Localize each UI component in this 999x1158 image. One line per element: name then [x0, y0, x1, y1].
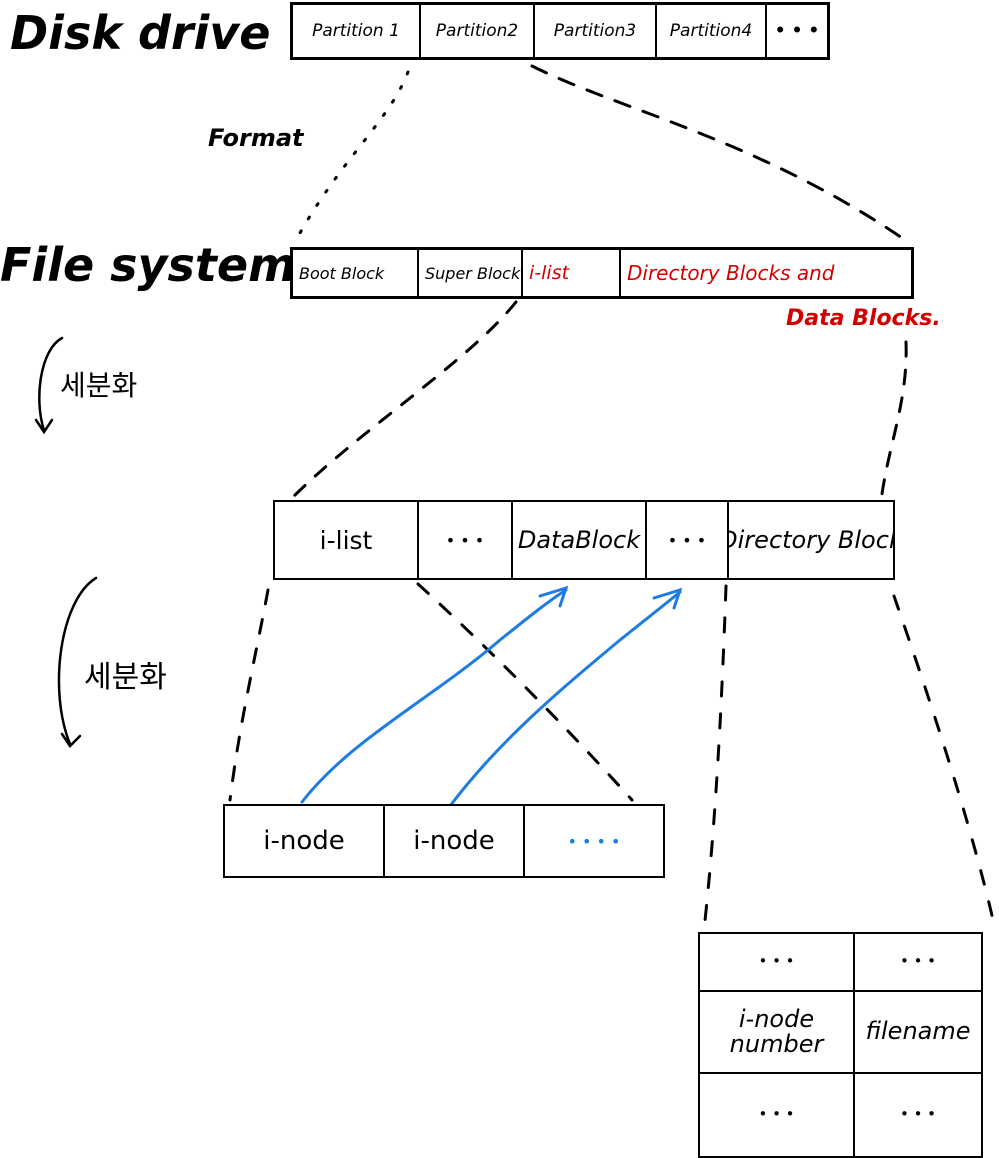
- super-block-cell: Super Block: [417, 250, 521, 296]
- subdivide-arrow-2-head: [60, 732, 82, 748]
- data-blocks-label: Data Blocks.: [786, 306, 941, 331]
- subdivide-label-2: 세분화: [84, 660, 167, 695]
- dashed-line-inode-left: [228, 588, 270, 802]
- i-list-cell: i-list: [521, 250, 619, 296]
- ellipsis-cell-2: • • •: [645, 502, 727, 578]
- inode-to-directory-arrow-head: [652, 587, 683, 610]
- partition-3-cell: Partition3: [533, 5, 655, 57]
- dashed-line-ilist: [290, 300, 518, 500]
- dashed-line-dir-left: [702, 584, 728, 932]
- filename-cell: filename: [855, 992, 981, 1074]
- inode-to-datablock-arrow: [300, 588, 568, 804]
- dir-table-cell: • • •: [899, 1105, 937, 1124]
- dashed-line-dir-right: [892, 594, 996, 926]
- partition-2-cell: Partition2: [419, 5, 533, 57]
- inode-to-directory-arrow: [448, 590, 682, 808]
- subdivide-arrow-1: [38, 336, 64, 432]
- i-node-strip: i-node i-node • • • •: [223, 804, 665, 878]
- i-node-cell-1: i-node: [263, 826, 345, 856]
- i-node-cell-2: i-node: [383, 806, 523, 876]
- disk-partition-strip: Partition 1 Partition2 Partition3 Partit…: [290, 2, 830, 60]
- partition-1-cell: Partition 1: [312, 21, 400, 41]
- partition-4-cell: Partition4: [655, 5, 765, 57]
- subdivide-label-1: 세분화: [60, 369, 138, 402]
- disk-drive-label: Disk drive: [10, 6, 271, 60]
- boot-block-cell: Boot Block: [299, 263, 385, 283]
- dir-table-cell: • • •: [855, 934, 981, 992]
- subdivided-block-strip: i-list • • • DataBlock • • • Directory B…: [273, 500, 895, 580]
- dashed-line-datablocks: [880, 340, 908, 496]
- directory-and-data-blocks-cell: Directory Blocks and: [619, 250, 911, 296]
- subdivide-arrow-1-head: [34, 418, 54, 435]
- dashed-line-inode-right: [416, 582, 634, 802]
- dir-table-cell: • • •: [700, 1074, 855, 1156]
- inode-to-datablock-arrow-head: [538, 585, 569, 608]
- file-system-label: File system: [0, 238, 297, 292]
- directory-block-cell: Directory Block: [727, 502, 893, 578]
- file-system-strip: Boot Block Super Block i-list Directory …: [290, 247, 914, 299]
- i-node-number-cell: i-node number: [700, 992, 855, 1074]
- dotted-line-left: [294, 70, 410, 242]
- partition-more-cell: • • •: [765, 5, 827, 57]
- dir-table-cell: • • •: [700, 934, 855, 992]
- i-list-block-cell: i-list: [319, 525, 373, 555]
- data-block-cell: DataBlock: [511, 502, 645, 578]
- subdivide-arrow-2: [57, 576, 98, 746]
- i-node-ellipsis-cell: • • • •: [523, 806, 663, 876]
- format-label: Format: [208, 124, 304, 152]
- dashed-line-right: [530, 64, 910, 244]
- ellipsis-cell-1: • • •: [417, 502, 511, 578]
- directory-entry-table: • • • • • • i-node number filename • • •…: [698, 932, 983, 1158]
